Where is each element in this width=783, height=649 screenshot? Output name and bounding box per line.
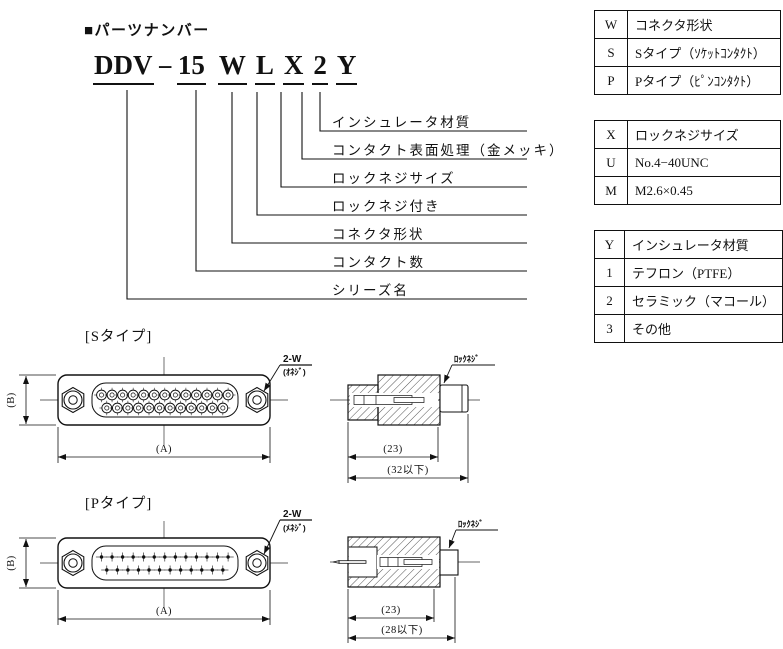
p-screw-callout-leader (263, 519, 312, 555)
p-jackscrew-right (245, 549, 269, 577)
s-lockscrew-label: ﾛｯｸﾈｼﾞ (454, 354, 480, 364)
s-side-contact-detail (353, 395, 425, 405)
p-side-dims (347, 577, 456, 643)
code-cell: U (594, 148, 628, 177)
p-dim-B (19, 537, 56, 589)
p-type-side-drawing: ﾛｯｸﾈｼﾞ (23) (28以下) (330, 519, 498, 643)
callout-label-contact-count: コンタクト数 (332, 255, 425, 270)
s-contact-row-top (94, 387, 236, 403)
table-row: 1 テフロン（PTFE） (594, 258, 783, 287)
s-side-lockscrew (439, 384, 469, 413)
code-cell: Y (594, 230, 625, 259)
s-dim-A (57, 427, 271, 463)
code-cell: M (594, 176, 628, 205)
table-row: Y インシュレータ材質 (594, 230, 783, 259)
p-type-front-drawing: (A) (B) 2-W (ﾒﾈｼﾞ) (6, 509, 312, 625)
p-side-lockscrew (439, 549, 459, 576)
s-side-dims (347, 414, 469, 483)
part-segment-shape: W (217, 52, 247, 85)
desc-cell: M2.6×0.45 (627, 176, 781, 205)
p-contact-row-top (95, 552, 234, 562)
p-flange (57, 537, 271, 589)
code-cell: X (594, 120, 628, 149)
s-dim-B-label: (B) (6, 392, 17, 408)
spec-table-insulator-material: Y インシュレータ材質 1 テフロン（PTFE） 2 セラミック（マコール） 3… (594, 230, 783, 343)
table-row: 2 セラミック（マコール） (594, 286, 783, 315)
p-insert (91, 545, 239, 581)
part-segment-separator: − (157, 52, 173, 82)
part-segment-lockscrew-size: X (282, 52, 305, 85)
table-row: U No.4−40UNC (594, 148, 781, 177)
p-side-pin (332, 560, 367, 564)
desc-cell: Pタイプ（ﾋﾟﾝｺﾝﾀｸﾄ） (627, 66, 781, 95)
s-screw-callout-leader (263, 364, 312, 392)
s-dim-A-label: (A) (156, 444, 172, 455)
desc-cell: ロックネジサイズ (627, 120, 781, 149)
callout-label-insulator-material: インシュレータ材質 (332, 115, 472, 130)
s-type-label: [Sタイプ] (85, 329, 153, 345)
callout-leader-lines (126, 90, 527, 300)
code-cell: 1 (594, 258, 625, 287)
desc-cell: インシュレータ材質 (623, 230, 783, 259)
s-jackscrew-right (245, 386, 269, 414)
part-number: DDV − 15 W L X 2 Y (93, 52, 358, 85)
p-jackscrew-left (61, 549, 85, 577)
p-screw-callout-label: 2-W (283, 509, 302, 520)
code-cell: 2 (594, 286, 625, 315)
s-contact-row-bottom (99, 400, 231, 416)
s-side-dim-total: (32以下) (387, 464, 429, 476)
table-row: W コネクタ形状 (594, 10, 781, 39)
s-insert (91, 382, 239, 418)
code-cell: 3 (594, 314, 625, 343)
p-dim-A (57, 590, 271, 625)
desc-cell: テフロン（PTFE） (623, 258, 783, 287)
p-dim-B-label: (B) (6, 555, 17, 571)
part-segment-plating: 2 (312, 52, 328, 85)
s-dim-B (19, 374, 56, 426)
desc-cell: その他 (623, 314, 783, 343)
part-segment-insulator: Y (335, 52, 358, 85)
table-row: M M2.6×0.45 (594, 176, 781, 205)
p-type-label: [Pタイプ] (85, 496, 153, 512)
s-type-side-drawing: ﾛｯｸﾈｼﾞ (23) (32以下) (330, 354, 495, 483)
s-screw-thread-note: (ｵﾈｼﾞ) (283, 367, 306, 377)
p-side-dim-total: (28以下) (381, 624, 423, 636)
callout-label-series-name: シリーズ名 (332, 283, 409, 298)
p-lockscrew-label: ﾛｯｸﾈｼﾞ (458, 519, 484, 529)
callout-label-lockscrew-size: ロックネジサイズ (332, 171, 456, 186)
table-row: X ロックネジサイズ (594, 120, 781, 149)
spec-table-connector-shape: W コネクタ形状 S Sタイプ（ｿｹｯﾄｺﾝﾀｸﾄ） P Pタイプ（ﾋﾟﾝｺﾝﾀ… (594, 10, 781, 95)
p-screw-thread-note: (ﾒﾈｼﾞ) (283, 523, 306, 533)
s-side-dim-body: (23) (383, 444, 403, 455)
code-cell: S (594, 38, 628, 67)
s-jackscrew-left (61, 386, 85, 414)
p-contact-row-bottom (101, 565, 229, 575)
code-cell: W (594, 10, 628, 39)
table-row: P Pタイプ（ﾋﾟﾝｺﾝﾀｸﾄ） (594, 66, 781, 95)
p-side-dim-body: (23) (381, 605, 401, 616)
page-title: ■パーツナンバー (84, 23, 210, 39)
spec-table-lockscrew-size: X ロックネジサイズ U No.4−40UNC M M2.6×0.45 (594, 120, 781, 205)
desc-cell: No.4−40UNC (627, 148, 781, 177)
part-segment-lockscrew: L (254, 52, 275, 85)
part-segment-series: DDV (93, 52, 154, 85)
callout-label-contact-plating: コンタクト表面処理（金メッキ） (332, 143, 565, 158)
table-row: 3 その他 (594, 314, 783, 343)
callout-label-connector-shape: コネクタ形状 (332, 227, 425, 242)
desc-cell: セラミック（マコール） (623, 286, 783, 315)
callout-label-with-lockscrew: ロックネジ付き (332, 199, 441, 214)
code-cell: P (594, 66, 628, 95)
p-lockscrew-callout-leader (448, 529, 498, 549)
p-side-contact-detail (379, 557, 433, 567)
s-lockscrew-callout-leader (443, 364, 495, 384)
part-segment-contact-count: 15 (176, 52, 206, 85)
desc-cell: Sタイプ（ｿｹｯﾄｺﾝﾀｸﾄ） (627, 38, 781, 67)
table-row: S Sタイプ（ｿｹｯﾄｺﾝﾀｸﾄ） (594, 38, 781, 67)
desc-cell: コネクタ形状 (627, 10, 781, 39)
p-dim-A-label: (A) (156, 606, 172, 617)
s-screw-callout-label: 2-W (283, 354, 302, 365)
s-type-front-drawing: (A) (B) 2-W (ｵﾈｼﾞ) (6, 354, 312, 463)
